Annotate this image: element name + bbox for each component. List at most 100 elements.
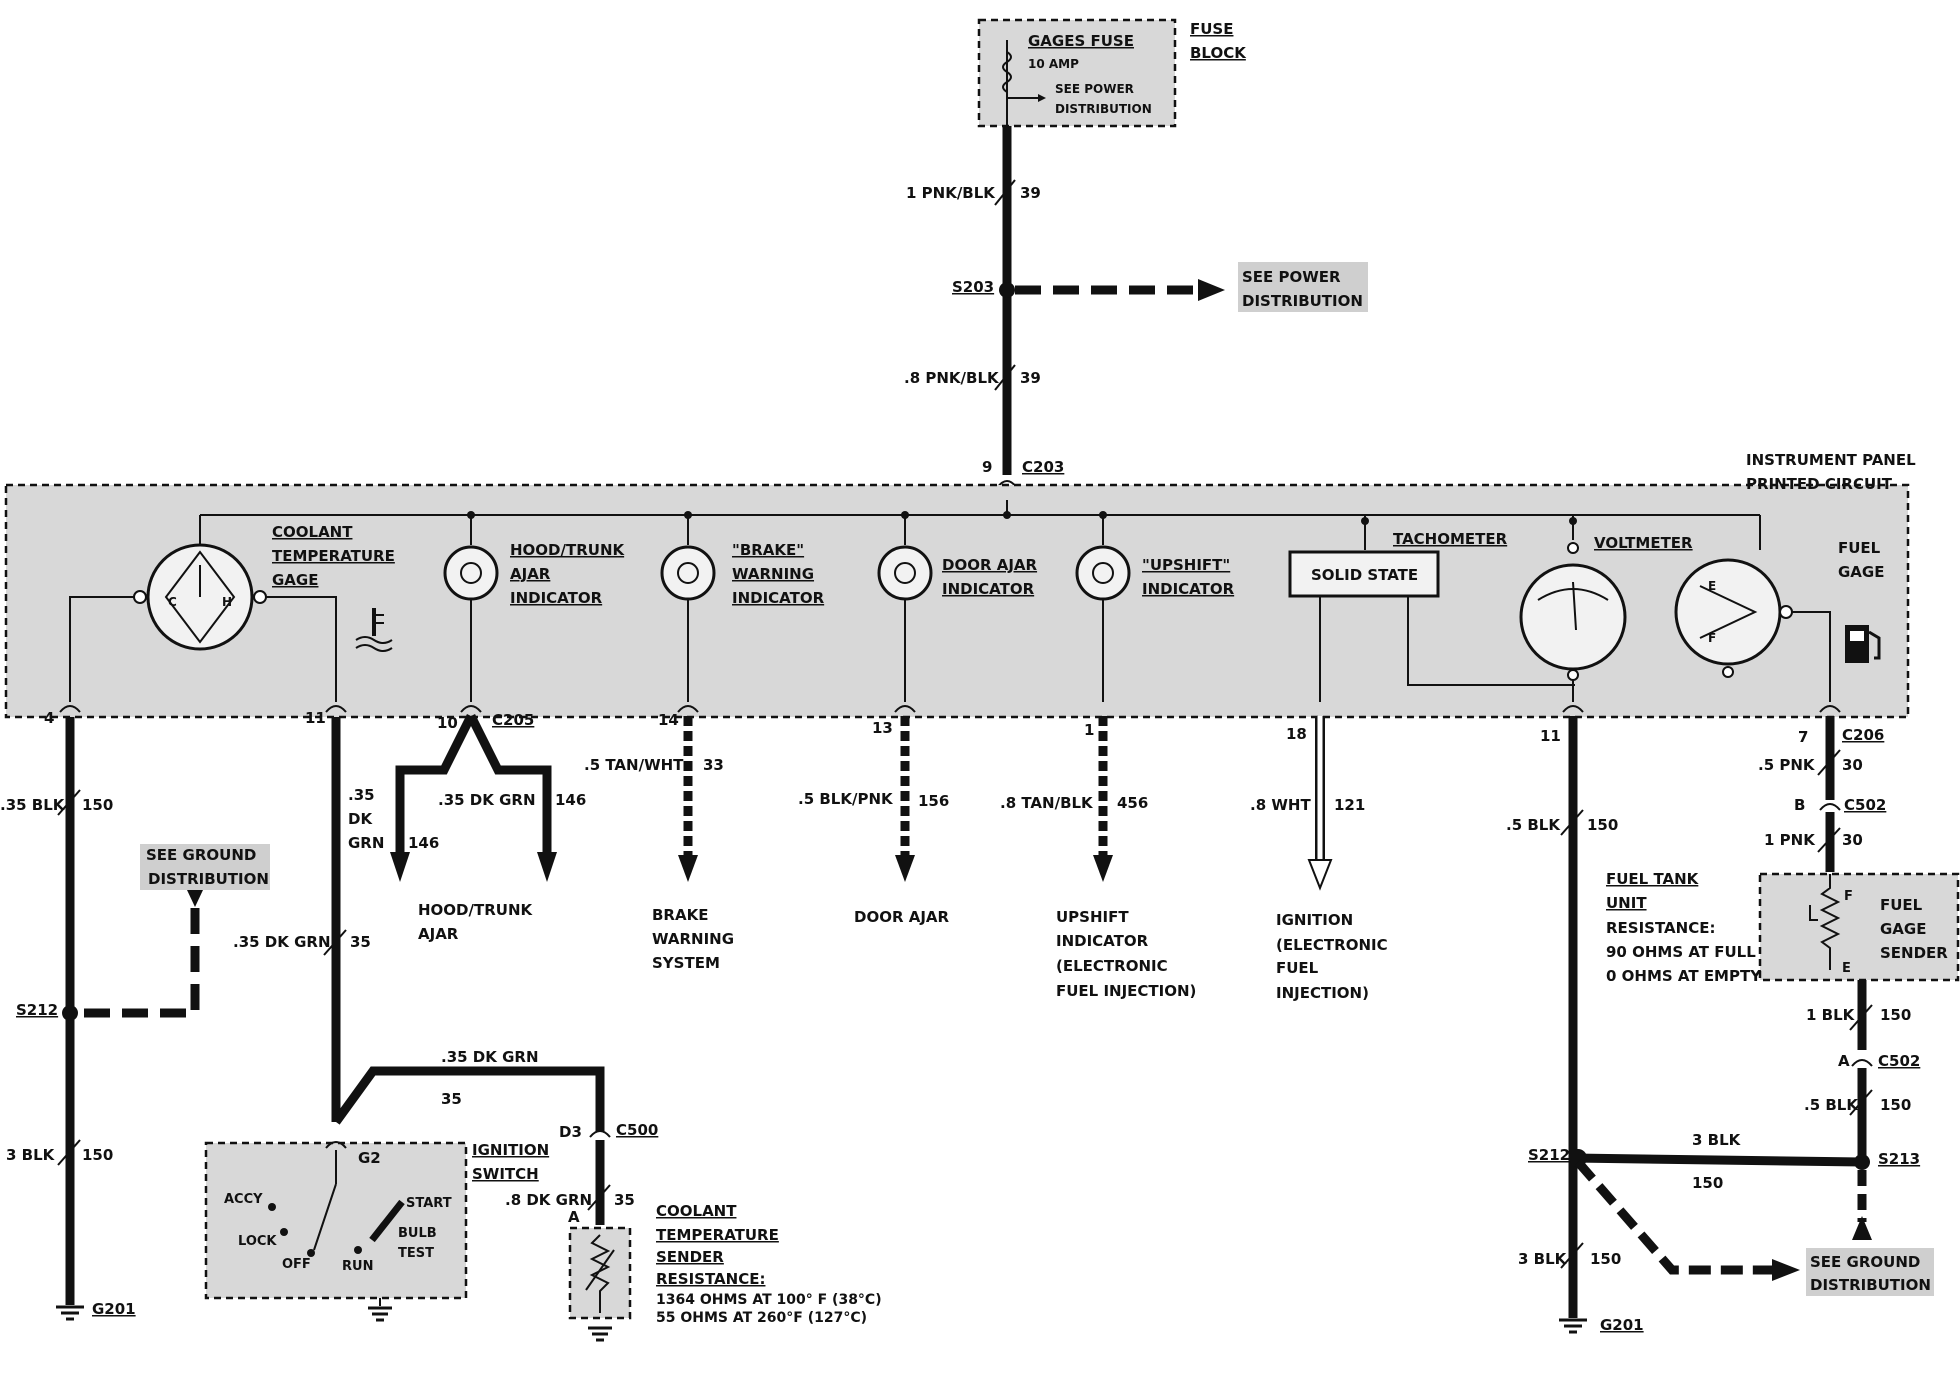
- right-see-ground-2: DISTRIBUTION: [1810, 1276, 1931, 1294]
- fuse-block: GAGES FUSE 10 AMP SEE POWER DISTRIBUTION: [977, 18, 1177, 128]
- c502-upper-label: C502: [1844, 796, 1886, 814]
- s212-s213-link: [1572, 1153, 1863, 1167]
- sender-title-2: TEMPERATURE: [656, 1226, 779, 1244]
- gage-h: H: [222, 595, 232, 609]
- c11-right-circuit: 150: [1587, 816, 1618, 834]
- fuse-see-power-1: SEE POWER: [1055, 82, 1134, 96]
- coolant-gage-label-1: COOLANT: [272, 523, 353, 541]
- tank-unit-2: UNIT: [1606, 894, 1647, 912]
- circuit-13: 13 .5 BLK/PNK 156 DOOR AJAR: [798, 705, 950, 926]
- ignition-switch: G2 ACCY LOCK OFF RUN START BULB TEST: [204, 1141, 468, 1322]
- brake-label-1: "BRAKE": [732, 541, 804, 559]
- sender-resistance-label: RESISTANCE:: [656, 1270, 765, 1288]
- tank-resistance-label: RESISTANCE:: [1606, 919, 1715, 937]
- ign-lock: LOCK: [238, 1234, 277, 1249]
- sender-title-3: SENDER: [656, 1248, 724, 1266]
- fuse-block-label-1: FUSE: [1190, 20, 1233, 38]
- c18-gauge: .8 WHT: [1250, 796, 1311, 814]
- fuse-rating: 10 AMP: [1028, 57, 1079, 71]
- upshift-label-1: "UPSHIFT": [1142, 556, 1230, 574]
- tank-unit-1: FUEL TANK: [1606, 870, 1700, 888]
- coolant-temperature-gage: C H COOLANT TEMPERATURE GAGE: [69, 515, 395, 702]
- c1-pin: 1: [1084, 721, 1094, 739]
- upshift-dest-1: UPSHIFT: [1056, 908, 1129, 926]
- c11-gauge-3: GRN: [348, 834, 384, 852]
- splice-s213-label: S213: [1878, 1150, 1920, 1168]
- voltmeter-label: VOLTMETER: [1594, 534, 1693, 552]
- c13-pin: 13: [872, 719, 893, 737]
- circuit-11-right: 11 .5 BLK 150: [1506, 705, 1618, 1318]
- sender-title-1: COOLANT: [656, 1202, 737, 1220]
- circuit-10: 10 C205 .35 DK GRN 146 146 HOOD/TRUNK AJ…: [390, 705, 586, 943]
- fuel-gage-sender: F E FUEL GAGE SENDER: [1758, 872, 1960, 982]
- door-ajar-indicator: DOOR AJAR INDICATOR: [877, 511, 1038, 702]
- c4-gauge: .35 BLK: [0, 796, 66, 814]
- link-gauge: 3 BLK: [1692, 1131, 1742, 1149]
- c18-circuit: 121: [1334, 796, 1365, 814]
- left-see-ground-1: SEE GROUND: [146, 846, 256, 864]
- c205-label: C205: [492, 711, 534, 729]
- ign-accy: ACCY: [224, 1192, 263, 1207]
- left-ground-label: G201: [92, 1300, 136, 1318]
- ign-run: RUN: [342, 1259, 373, 1274]
- sender-gauge: .8 DK GRN: [505, 1191, 592, 1209]
- circuit-1: 1 .8 TAN/BLK 456 UPSHIFT INDICATOR (ELEC…: [1000, 716, 1196, 1000]
- coolant-sender-wire: [332, 1066, 605, 1132]
- blk5-gauge: .5 BLK: [1804, 1096, 1859, 1114]
- c10-circuit-right: 146: [555, 791, 586, 809]
- coolant-gage-label-3: GAGE: [272, 571, 318, 589]
- circuit-14: 14 .5 TAN/WHT 33 BRAKE WARNING SYSTEM: [584, 705, 734, 972]
- fuse-block-label-2: BLOCK: [1190, 44, 1247, 62]
- door-dest-1: DOOR AJAR: [854, 908, 950, 926]
- upshift-dest-3: (ELECTRONIC: [1056, 957, 1168, 975]
- ign-wire-gauge: .35 DK GRN: [233, 933, 331, 951]
- gage-c: C: [168, 595, 177, 609]
- ign-dest-3: FUEL: [1276, 959, 1319, 977]
- hood-dest-2: AJAR: [418, 925, 459, 943]
- c7-pin: 7: [1798, 728, 1808, 746]
- main-lower-gauge: .8 PNK/BLK: [904, 369, 1000, 387]
- brake-dest-1: BRAKE: [652, 906, 708, 924]
- coolant-gage-label-2: TEMPERATURE: [272, 547, 395, 565]
- fuel-sender-ground-run: 1 BLK 150 A C502 .5 BLK 150 S213: [1804, 980, 1920, 1240]
- blk1-gauge: 1 BLK: [1806, 1006, 1856, 1024]
- coolant-temperature-sender: D3 C500 .8 DK GRN 35 A COOLANT TEMPERATU…: [505, 1121, 882, 1342]
- c502-lower-label: C502: [1878, 1052, 1920, 1070]
- tank-resistance-2: 0 OHMS AT EMPTY: [1606, 967, 1762, 985]
- ign-bulb: BULB: [398, 1226, 437, 1241]
- sender-terminal: A: [568, 1208, 580, 1226]
- c10-gauge: .35 DK GRN: [438, 791, 536, 809]
- c13-circuit: 156: [918, 792, 949, 810]
- c4-circuit: 150: [82, 796, 113, 814]
- solid-state-label: SOLID STATE: [1311, 566, 1418, 584]
- main-upper-circuit: 39: [1020, 184, 1041, 202]
- tachometer-label: TACHOMETER: [1393, 530, 1508, 548]
- left-see-ground-2: DISTRIBUTION: [148, 870, 269, 888]
- hood-label-2: AJAR: [510, 565, 551, 583]
- ground-symbol-g201-right: [1559, 1318, 1587, 1334]
- sender-f: F: [1844, 889, 1853, 904]
- fuel-gage-label-2: GAGE: [1838, 563, 1884, 581]
- sender-circuit: 35: [614, 1191, 635, 1209]
- ign-test: TEST: [398, 1246, 434, 1261]
- ign-wire-circuit: 35: [350, 933, 371, 951]
- left-ground-ref-wire: [70, 908, 200, 1018]
- ign-dest-1: IGNITION: [1276, 911, 1353, 929]
- ign-top-gauge: .35 DK GRN: [441, 1048, 539, 1066]
- hood-label-1: HOOD/TRUNK: [510, 541, 626, 559]
- c14-circuit: 33: [703, 756, 724, 774]
- brake-label-2: WARNING: [732, 565, 814, 583]
- splice-s212-left: [62, 1005, 78, 1021]
- ign-top-circuit: 35: [441, 1090, 462, 1108]
- c4-pin: 4: [44, 709, 54, 727]
- upshift-indicator: "UPSHIFT" INDICATOR: [1075, 511, 1235, 702]
- c18-pin: 18: [1286, 725, 1307, 743]
- panel-title-1: INSTRUMENT PANEL: [1746, 451, 1916, 469]
- power-ref-1: SEE POWER: [1242, 268, 1341, 286]
- splice-s203: [999, 282, 1015, 298]
- panel-title-2: PRINTED CIRCUIT: [1746, 475, 1893, 493]
- main-lower-circuit: 39: [1020, 369, 1041, 387]
- door-label-2: INDICATOR: [942, 580, 1035, 598]
- coolant-temp-icon: [355, 608, 393, 652]
